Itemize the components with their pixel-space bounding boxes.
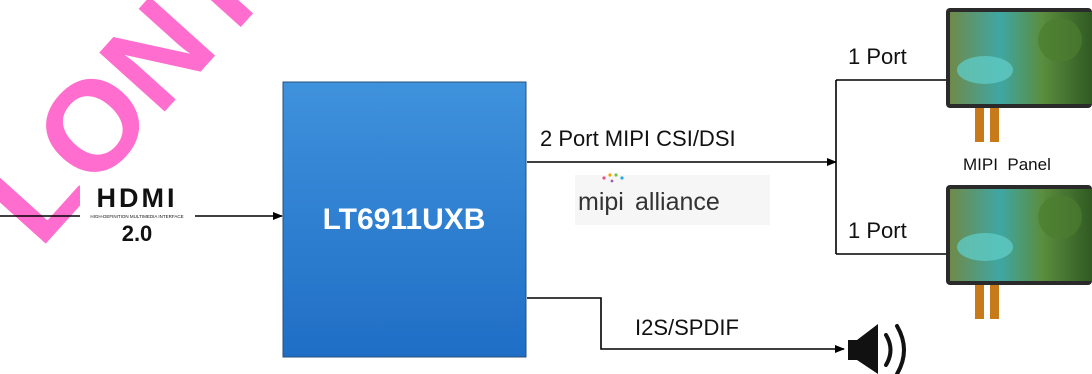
mipi-alliance-logo: mipi alliance: [575, 173, 770, 225]
port-2-label: 1 Port: [848, 218, 907, 243]
mipi-logo-dots: [602, 173, 624, 183]
speaker-icon: [848, 324, 906, 374]
hdmi-logo: HDMI HIGH-DEFINITION MULTIMEDIA INTERFAC…: [80, 183, 195, 246]
chip-box: [282, 81, 527, 358]
hdmi-subtitle: HIGH-DEFINITION MULTIMEDIA INTERFACE: [90, 214, 183, 219]
hdmi-version: 2.0: [122, 221, 153, 246]
mipi-logo-text: mipi: [578, 188, 624, 216]
chip-label: LT6911UXB: [323, 203, 486, 236]
panel-caption: MIPI Panel: [963, 155, 1051, 174]
audio-link-label: I2S/SPDIF: [635, 315, 739, 340]
audio-output-line: [527, 297, 845, 353]
hdmi-logo-text: HDMI: [97, 183, 178, 213]
mipi-link-label: 2 Port MIPI CSI/DSI: [540, 126, 736, 151]
mipi-panel-1: [946, 8, 1092, 142]
mipi-panel-2: [946, 185, 1092, 319]
alliance-logo-text: alliance: [635, 188, 720, 216]
port-1-label: 1 Port: [848, 44, 907, 69]
